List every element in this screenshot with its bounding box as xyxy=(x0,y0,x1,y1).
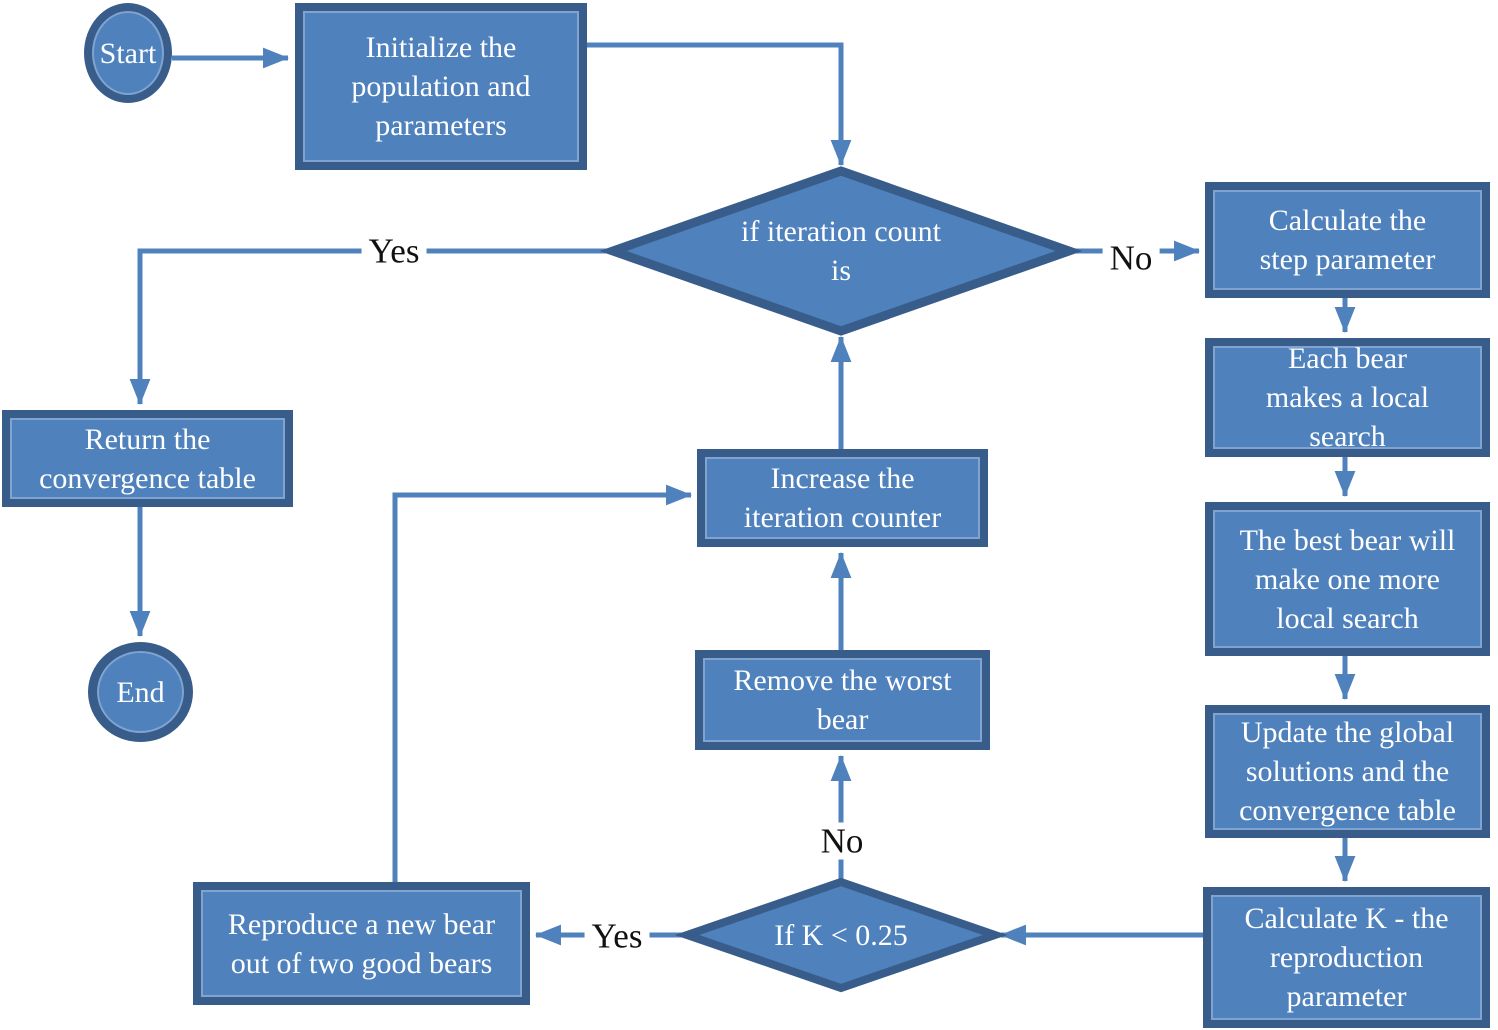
connector-iteration-yes-to-return xyxy=(129,248,613,406)
node-return-convergence-table: Return the convergence table xyxy=(2,410,293,507)
node-start-terminator: Start xyxy=(84,3,172,103)
node-end-terminator: End xyxy=(88,642,193,742)
node-label: Reproduce a new bear out of two good bea… xyxy=(227,907,496,980)
node-label: Each bear makes a local search xyxy=(1265,342,1430,453)
node-label: Update the global solutions and the conv… xyxy=(1239,716,1456,827)
decision-iteration-count-diamond xyxy=(599,166,1083,336)
connector-reproduce-to-increase xyxy=(392,484,693,882)
node-best-bear-local-search: The best bear will make one more local s… xyxy=(1205,502,1490,656)
edge-label-k-yes: Yes xyxy=(584,917,650,955)
node-label: Start xyxy=(99,36,157,70)
node-label: Calculate the step parameter xyxy=(1259,204,1436,276)
node-label: Return the convergence table xyxy=(39,422,256,495)
decision-k-threshold-diamond xyxy=(674,877,1008,993)
node-label: Initialize the population and parameters xyxy=(351,31,531,142)
node-label: The best bear will make one more local s… xyxy=(1239,523,1456,635)
node-k-decision-label-box: If K < 0.25 xyxy=(716,882,966,988)
node-label: if iteration count is xyxy=(741,215,941,287)
node-iteration-decision-label-box: if iteration count is xyxy=(716,171,966,331)
node-remove-worst-bear: Remove the worst bear xyxy=(695,650,990,750)
node-calculate-step-parameter: Calculate the step parameter xyxy=(1205,182,1490,298)
node-label: Remove the worst bear xyxy=(733,664,952,736)
node-each-bear-local-search: Each bear makes a local search xyxy=(1205,338,1490,457)
edge-label-iteration-yes: Yes xyxy=(361,232,427,270)
node-label: Increase the iteration counter xyxy=(743,462,942,534)
connector-initialize-to-iteration-decision xyxy=(587,42,852,167)
node-label: Calculate K - the reproduction parameter xyxy=(1244,902,1449,1013)
node-label: If K < 0.25 xyxy=(774,918,908,952)
node-initialize-population: Initialize the population and parameters xyxy=(295,3,587,170)
node-increase-iteration-counter: Increase the iteration counter xyxy=(697,449,988,547)
node-reproduce-new-bear: Reproduce a new bear out of two good bea… xyxy=(193,882,530,1005)
node-label: End xyxy=(116,675,165,709)
edge-label-k-no: No xyxy=(813,822,871,860)
node-update-global-solutions: Update the global solutions and the conv… xyxy=(1205,705,1490,838)
node-calculate-k-parameter: Calculate K - the reproduction parameter xyxy=(1203,887,1490,1028)
edge-label-iteration-no: No xyxy=(1102,239,1160,277)
